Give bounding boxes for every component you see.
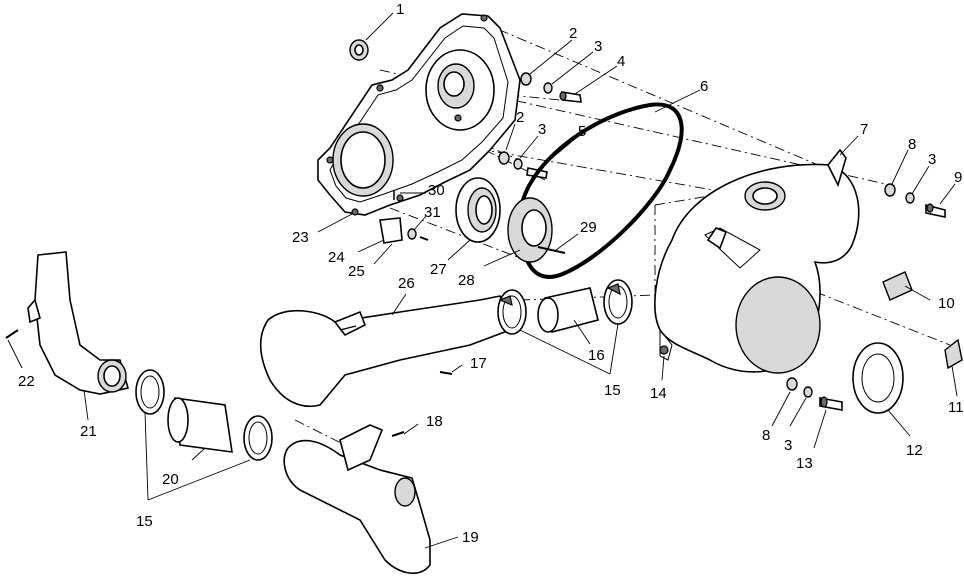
callout-11: 11 bbox=[948, 399, 964, 416]
outlet-housing-19 bbox=[283, 424, 431, 574]
callout-17: 17 bbox=[470, 355, 487, 372]
callout-3-lower: 3 bbox=[784, 437, 792, 454]
callout-2-upper: 2 bbox=[569, 25, 577, 42]
callout-25: 25 bbox=[348, 263, 365, 280]
lower-bolt-set bbox=[786, 377, 843, 411]
callout-12: 12 bbox=[906, 442, 923, 459]
callout-27: 27 bbox=[430, 261, 447, 278]
upper-bolt-set bbox=[520, 72, 582, 103]
seal-1 bbox=[349, 39, 369, 61]
inner-cover-plate bbox=[317, 13, 521, 216]
clamp-15-left-a bbox=[135, 369, 165, 415]
callout-13: 13 bbox=[796, 455, 813, 472]
boot-20 bbox=[167, 397, 233, 453]
callout-3-middle: 3 bbox=[538, 121, 546, 138]
bracket-24 bbox=[379, 190, 429, 244]
right-bolt-set bbox=[884, 183, 946, 218]
callout-6: 6 bbox=[700, 78, 708, 95]
screw-29 bbox=[537, 246, 566, 254]
clamp-15-right-b bbox=[603, 279, 633, 325]
callout-29: 29 bbox=[580, 219, 597, 236]
callout-28: 28 bbox=[458, 272, 475, 289]
callout-5: 5 bbox=[578, 123, 586, 140]
callout-8-right: 8 bbox=[908, 136, 916, 153]
decal-10 bbox=[882, 271, 913, 301]
clamp-15-right-a bbox=[497, 289, 527, 335]
callout-7: 7 bbox=[860, 121, 868, 138]
callout-18: 18 bbox=[426, 413, 443, 430]
callout-26: 26 bbox=[398, 275, 415, 292]
boot-16 bbox=[537, 287, 599, 333]
callout-20: 20 bbox=[162, 471, 179, 488]
drive-belt bbox=[517, 102, 684, 279]
callout-21: 21 bbox=[80, 423, 97, 440]
outer-clutch-cover bbox=[654, 148, 860, 374]
plug-12 bbox=[852, 342, 904, 414]
middle-bolt-set bbox=[498, 151, 548, 179]
clamp-15-left-b bbox=[243, 415, 273, 461]
leader-lines bbox=[7, 12, 958, 549]
callout-22: 22 bbox=[18, 373, 35, 390]
intake-duct-26 bbox=[259, 295, 511, 407]
callout-3-right: 3 bbox=[928, 151, 936, 168]
callout-8-lower: 8 bbox=[762, 427, 770, 444]
callout-15-left: 15 bbox=[136, 513, 153, 530]
callout-9: 9 bbox=[954, 169, 962, 186]
bearing-cover-28 bbox=[507, 197, 553, 263]
callout-14: 14 bbox=[650, 385, 667, 402]
callout-labels: 1 2 3 4 6 2 3 5 7 8 3 9 30 31 23 24 25 2… bbox=[18, 1, 964, 546]
seal-27 bbox=[455, 177, 501, 243]
outlet-duct-21 bbox=[27, 251, 130, 395]
callout-31: 31 bbox=[424, 204, 441, 221]
callout-19: 19 bbox=[462, 529, 479, 546]
callout-2-middle: 2 bbox=[516, 109, 524, 126]
callout-23: 23 bbox=[292, 229, 309, 246]
callout-30: 30 bbox=[428, 182, 445, 199]
callout-10: 10 bbox=[938, 295, 955, 312]
callout-3-upper: 3 bbox=[594, 38, 602, 55]
decal-11 bbox=[944, 338, 963, 370]
screw-22 bbox=[5, 329, 19, 339]
callout-4: 4 bbox=[617, 53, 625, 70]
callout-16: 16 bbox=[588, 347, 605, 364]
callout-1: 1 bbox=[396, 1, 404, 18]
callout-24: 24 bbox=[328, 249, 345, 266]
callout-15-right: 15 bbox=[604, 382, 621, 399]
